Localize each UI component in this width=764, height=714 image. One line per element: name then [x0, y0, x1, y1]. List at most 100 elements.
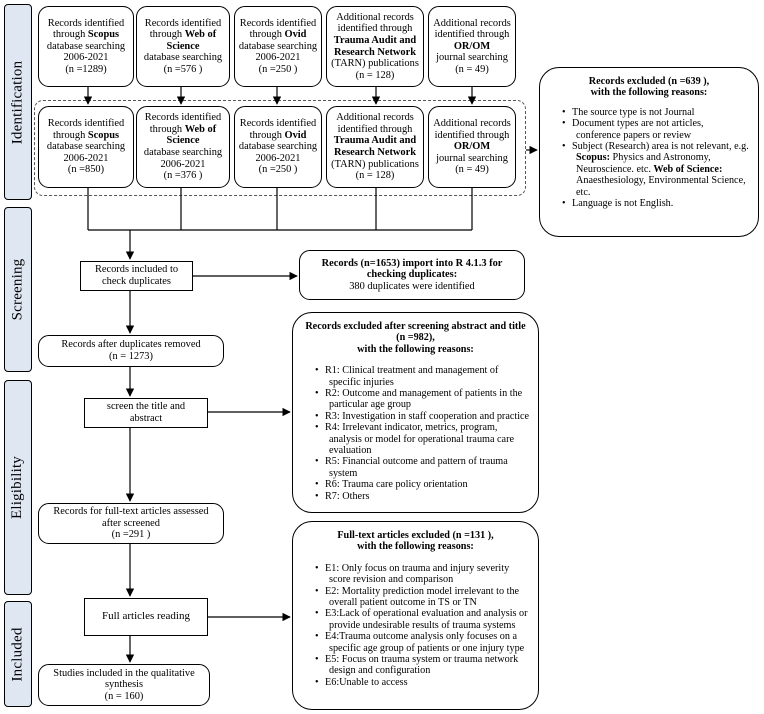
source-pre: through — [52, 29, 88, 41]
source-years: 2006-2021 — [63, 152, 109, 164]
excluded-title: Records excluded after screening abstrac… — [305, 321, 526, 344]
reason-text: Subject (Research) area is not relevant,… — [572, 141, 749, 153]
reason-item: The source type is not Journal — [562, 107, 750, 118]
included-studies-box: Studies included in the qualitative synt… — [38, 664, 210, 706]
source-label: Additional records identified through — [336, 11, 414, 35]
source-name: Ovid — [284, 129, 307, 141]
source-count: (n =1289) — [65, 63, 107, 75]
box-text: (n =291 ) — [111, 529, 151, 541]
source-box-scopus-top: Records identified through Scopus databa… — [38, 6, 134, 87]
reason-item: R7: Others — [315, 491, 530, 502]
reason-item: R3: Investigation in staff cooperation a… — [315, 411, 530, 422]
reason-item: R5: Financial outcome and pattern of tra… — [315, 456, 530, 479]
reason-item: E6:Unable to access — [315, 677, 530, 688]
source-pre: through — [249, 129, 285, 141]
reason-item: E1: Only focus on trauma and injury seve… — [315, 563, 530, 586]
reason-item: Document types are not articles, confere… — [562, 118, 750, 141]
source-name: Scopus — [87, 129, 120, 141]
source-label: Additional records identified through — [336, 112, 414, 135]
box-text: (n = 160) — [104, 690, 144, 702]
source-count: (n = 128) — [355, 69, 395, 81]
excluded-box-fulltext: Full-text articles excluded (n =131 ), w… — [292, 521, 539, 710]
source-label: Records identified — [144, 17, 222, 29]
excluded-title: Records excluded (n =639 ), — [588, 76, 710, 87]
reason-item: E5: Focus on trauma system or trauma net… — [315, 654, 530, 677]
source-post: database searching — [46, 141, 126, 153]
after-duplicates-box: Records after duplicates removed (n = 12… — [38, 335, 224, 367]
dup-text: 380 duplicates were identified — [349, 280, 475, 292]
source-post: journal searching — [436, 52, 508, 64]
box-text: screen the title and — [106, 401, 186, 413]
check-duplicates-box: Records included to check duplicates — [80, 261, 193, 291]
scopus-label: Scopus: — [576, 152, 610, 164]
dup-title: Records (n=1653) import into R 4.1.3 for… — [321, 257, 503, 281]
box-text: Studies included in the qualitative — [53, 667, 195, 679]
excluded-box-initial: Records excluded (n =639 ), with the fol… — [539, 67, 759, 237]
box-text: Records for full-text articles assessed — [53, 506, 209, 518]
source-box-ovid-bottom: Records identified through Ovid database… — [234, 106, 322, 188]
source-box-tarn-bottom: Additional records identified through Tr… — [326, 106, 424, 188]
source-years: 2006-2021 — [255, 152, 301, 164]
source-label: Records identified — [239, 118, 317, 130]
source-name: Ovid — [284, 29, 307, 41]
reason-item: Subject (Research) area is not relevant,… — [562, 141, 750, 198]
wos-text: Anaesthesiology, Environmental Science, … — [576, 175, 746, 198]
fulltext-assessed-box: Records for full-text articles assessed … — [38, 503, 224, 544]
stage-included: Included — [4, 601, 32, 707]
source-years: 2006-2021 — [63, 52, 109, 64]
wos-label: Web of Science: — [650, 163, 723, 175]
box-text: after screened — [102, 517, 160, 529]
reason-item: E4:Trauma outcome analysis only focuses … — [315, 631, 530, 654]
excluded-subtitle: with the following reasons: — [357, 343, 474, 355]
box-text: abstract — [129, 413, 163, 424]
source-name: Trauma Audit and Research Network — [333, 135, 417, 158]
source-label: Records identified — [47, 118, 125, 130]
source-count: (n =576 ) — [163, 63, 203, 75]
source-post: database searching — [238, 141, 318, 153]
excluded-subtitle: with the following reasons: — [590, 87, 708, 99]
source-name: OR/OM — [453, 141, 491, 153]
source-post: database searching — [46, 40, 126, 52]
source-label: Records identified — [47, 17, 125, 29]
full-articles-reading-box: Full articles reading — [84, 598, 208, 636]
screen-title-abstract-box: screen the title and abstract — [84, 398, 208, 428]
reason-item: R4: Irrelevant indicator, metrics, progr… — [315, 422, 530, 456]
source-label: Records identified — [144, 112, 222, 124]
stage-screening: Screening — [4, 207, 32, 372]
source-post: database searching — [143, 52, 223, 64]
source-post: (TARN) publications — [331, 58, 419, 70]
excluded-box-screening: Records excluded after screening abstrac… — [292, 312, 539, 513]
source-years: 2006-2021 — [160, 158, 206, 170]
box-text: Full articles reading — [102, 610, 190, 623]
source-name: Trauma Audit and Research Network — [333, 34, 417, 58]
source-count: (n = 49) — [455, 63, 489, 75]
box-text: (n = 1273) — [109, 351, 153, 362]
source-label: Additional records identified through — [433, 17, 511, 41]
source-name: Web of Science — [166, 123, 217, 147]
source-count: (n =250 ) — [258, 63, 298, 75]
source-box-orom-top: Additional records identified through OR… — [428, 6, 516, 87]
excluded-title: Full-text articles excluded (n =131 ), — [337, 530, 494, 541]
source-pre: through — [149, 29, 185, 41]
source-post: journal searching — [436, 152, 508, 164]
reason-item: R2: Outcome and management of patients i… — [315, 388, 530, 411]
source-count: (n =376 ) — [163, 170, 203, 182]
reason-item: Language is not English. — [562, 198, 750, 209]
source-box-scopus-bottom: Records identified through Scopus databa… — [38, 106, 134, 188]
stage-eligibility: Eligibility — [4, 380, 32, 595]
source-years: 2006-2021 — [255, 52, 301, 64]
box-text: synthesis — [104, 679, 144, 691]
reason-item: R6: Trauma care policy orientation — [315, 479, 530, 490]
reason-item: R1: Clinical treatment and management of… — [315, 365, 530, 388]
box-text: Records after duplicates removed — [61, 339, 201, 351]
source-label: Additional records identified through — [433, 118, 511, 141]
source-name: Scopus — [87, 29, 120, 41]
reason-item: E3:Lack of operational evaluation and an… — [315, 608, 530, 631]
excluded-subtitle: with the following reasons: — [357, 541, 474, 553]
source-count: (n =850) — [67, 164, 105, 176]
source-box-wos-top: Records identified through Web of Scienc… — [136, 6, 230, 87]
source-post: database searching — [238, 40, 318, 52]
source-name: Web of Science — [166, 29, 217, 52]
reason-item: E2: Mortality prediction model irrelevan… — [315, 586, 530, 609]
